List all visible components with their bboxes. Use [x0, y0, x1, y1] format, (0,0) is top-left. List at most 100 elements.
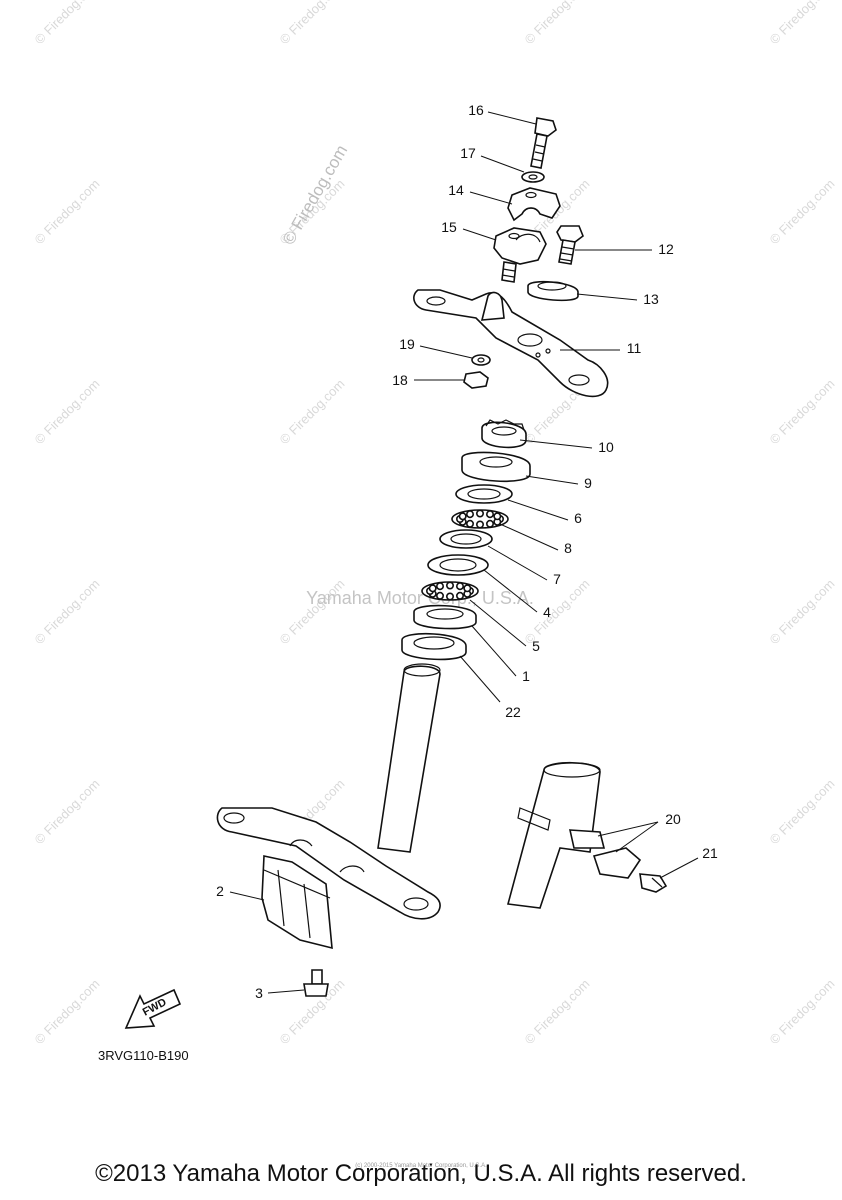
part-1-ball-race [413, 604, 477, 630]
part-11-upper-bracket [413, 289, 609, 398]
watermark-text: © Firedog.com [277, 376, 348, 447]
part-fork-tube [506, 761, 601, 909]
ball-bearing [435, 582, 444, 591]
callout-label-1: 1 [522, 668, 530, 684]
watermark-text: © Firedog.com [32, 576, 103, 647]
part-12-bolt [556, 225, 584, 265]
watermark-text: © Firedog.com [767, 176, 838, 247]
ball-bearing [435, 591, 444, 600]
ball-bearing [458, 512, 467, 521]
leader-line-17 [480, 155, 525, 173]
leader-line-19 [419, 345, 473, 359]
callout-label-13: 13 [643, 291, 659, 307]
watermark-text: © Firedog.com [32, 376, 103, 447]
watermark-diagonal: © Firedog.com [279, 142, 351, 248]
ball-bearing [475, 520, 484, 529]
callout-label-10: 10 [598, 439, 614, 455]
leader-line-20 [597, 821, 659, 837]
part-3-bolt [303, 969, 329, 997]
callout-label-8: 8 [564, 540, 572, 556]
part-8-balls [451, 509, 509, 529]
leader-line-15 [462, 228, 497, 241]
watermark-text: © Firedog.com [32, 776, 103, 847]
callout-label-18: 18 [392, 372, 408, 388]
callout-label-21: 21 [702, 845, 718, 861]
part-5-balls [421, 581, 479, 601]
leader-line-5 [469, 599, 527, 647]
part-19-washer [471, 354, 491, 366]
part-4-ball-race [427, 554, 489, 576]
ball-bearing [445, 592, 454, 601]
leader-line-20 [615, 821, 659, 853]
part-20-hose-holder [568, 829, 642, 879]
leader-line-8 [499, 523, 559, 551]
part-6-ball-race [455, 484, 513, 504]
callout-label-15: 15 [441, 219, 457, 235]
leader-line-14 [469, 191, 513, 205]
ball-bearing [493, 512, 502, 521]
leader-line-16 [487, 111, 537, 125]
part-7-ball-race [439, 529, 493, 549]
leader-line-7 [487, 545, 548, 581]
watermark-text: © Firedog.com [522, 0, 593, 47]
callout-label-14: 14 [448, 182, 464, 198]
part-22-seal [401, 632, 467, 661]
watermark-text: © Firedog.com [767, 976, 838, 1047]
ball-bearing [465, 519, 474, 528]
ball-bearing [485, 519, 494, 528]
ball-bearing [475, 509, 484, 518]
part-14-holder-upper [507, 187, 561, 222]
watermark-text: © Firedog.com [277, 576, 348, 647]
callout-label-7: 7 [553, 571, 561, 587]
watermark-text: © Firedog.com [767, 576, 838, 647]
watermark-text: © Firedog.com [277, 0, 348, 47]
ball-bearing [485, 510, 494, 519]
callout-label-16: 16 [468, 102, 484, 118]
fwd-arrow-icon: FWD [124, 988, 182, 1029]
watermark-text: © Firedog.com [32, 976, 103, 1047]
leader-line-2 [229, 891, 265, 901]
ball-bearing [463, 584, 472, 593]
leader-line-22 [459, 655, 501, 703]
part-21-bolt [639, 873, 668, 893]
part-under-bracket [216, 663, 441, 920]
callout-label-2: 2 [216, 883, 224, 899]
callout-label-20: 20 [665, 811, 681, 827]
callout-label-17: 17 [460, 145, 476, 161]
watermark-text: © Firedog.com [32, 0, 103, 47]
leader-line-1 [471, 625, 517, 677]
callout-label-19: 19 [399, 336, 415, 352]
ball-bearing [465, 510, 474, 519]
ball-bearing [428, 584, 437, 593]
leader-line-3 [267, 989, 305, 994]
part-17-washer [521, 171, 545, 183]
diagram-code: 3RVG110-B190 [98, 1048, 189, 1063]
watermark-text: © Firedog.com [767, 776, 838, 847]
part-18-nut [463, 371, 489, 389]
ball-bearing [455, 591, 464, 600]
callout-label-11: 11 [627, 340, 642, 356]
ball-bearing [455, 582, 464, 591]
callout-label-5: 5 [532, 638, 540, 654]
leader-line-9 [525, 475, 579, 485]
leader-line-10 [519, 439, 593, 449]
callout-label-6: 6 [574, 510, 582, 526]
callout-label-4: 4 [543, 604, 551, 620]
leader-line-6 [507, 499, 569, 521]
part-9-cover [461, 451, 531, 483]
leader-line-13 [576, 293, 638, 301]
part-10-ring-nut [481, 419, 527, 449]
watermark-center: Yamaha Motor Corp., U.S.A. [306, 588, 534, 608]
part-2-guard [261, 855, 333, 950]
part-15-holder-lower [493, 227, 547, 283]
watermark-text: © Firedog.com [767, 0, 838, 47]
ball-bearing [445, 581, 454, 590]
watermark-text: © Firedog.com [522, 976, 593, 1047]
callout-label-22: 22 [505, 704, 521, 720]
fine-print: (c) 2000-2015 Yamaha Motor Corporation, … [355, 1163, 487, 1169]
part-13-damper [527, 280, 579, 302]
part-16-bolt [530, 117, 557, 169]
watermark-grid: © Firedog.com © Firedog.com © Firedog.com ©… [32, 0, 838, 1047]
